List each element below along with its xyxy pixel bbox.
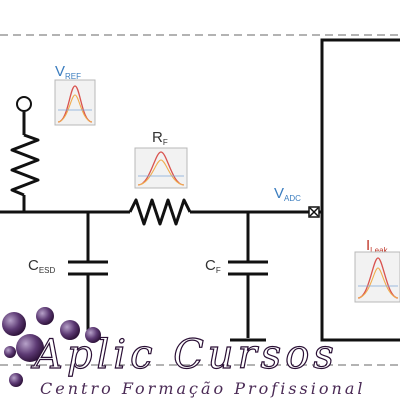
ileak-label: ILeak <box>366 237 389 255</box>
ileak-distribution-box <box>354 251 400 303</box>
cesd-capacitor <box>68 212 108 340</box>
watermark-tagline: Centro Formação Profissional <box>40 379 365 398</box>
cf-capacitor <box>228 212 268 342</box>
rf-distribution-box <box>134 147 188 189</box>
pullup-resistor <box>10 112 40 212</box>
watermark-brand: Aplic Cursos <box>30 332 338 378</box>
cf-label: CF <box>205 257 221 275</box>
vadc-label: VADC <box>274 185 301 203</box>
rf-resistor <box>128 198 192 226</box>
vref-distribution-box <box>54 79 96 126</box>
cesd-label: CESD <box>28 257 56 275</box>
vref-label: VREF <box>55 63 81 81</box>
vref-terminal <box>16 96 32 112</box>
adc-pin <box>308 206 320 218</box>
rf-label: RF <box>152 129 168 147</box>
module-boundary <box>0 34 400 366</box>
watermark-logo <box>2 307 101 387</box>
